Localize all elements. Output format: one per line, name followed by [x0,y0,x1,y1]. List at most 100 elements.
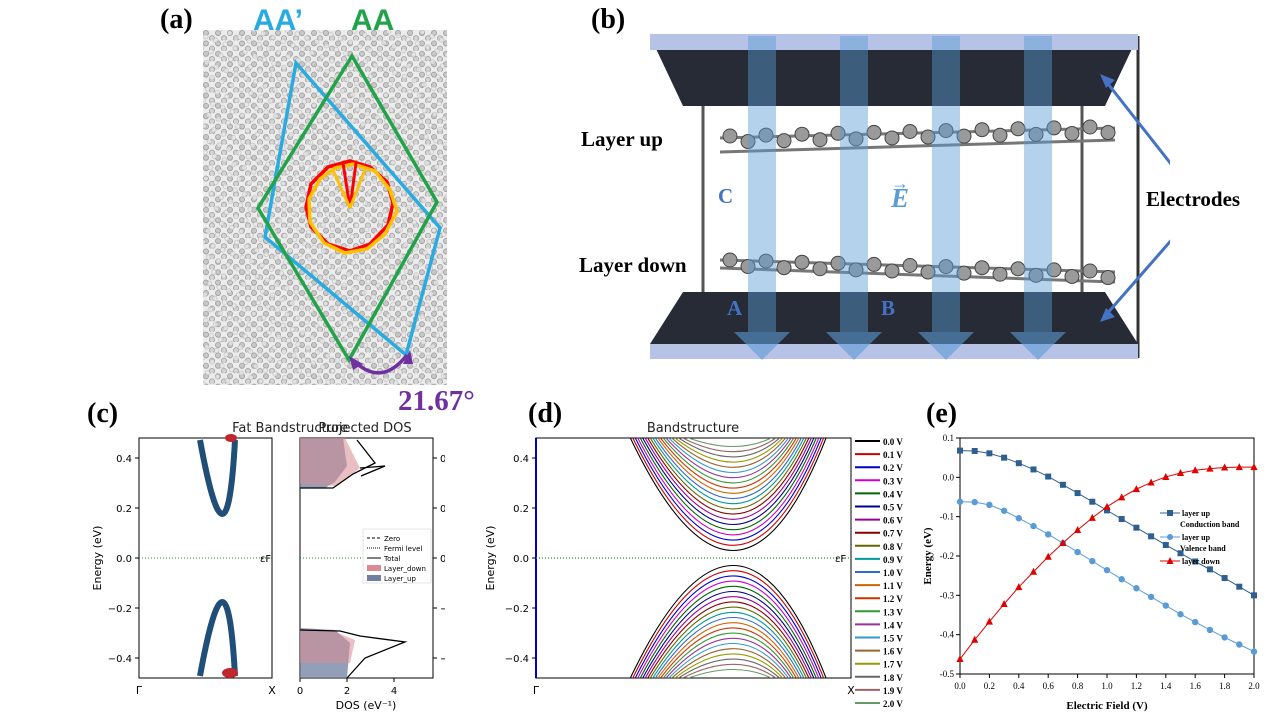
carbon-atom [1100,125,1116,141]
band-line [654,616,802,678]
data-point [1162,602,1169,609]
carbon-atom [938,259,954,275]
data-point [1089,557,1096,565]
panel-b-label: (b) [591,4,626,35]
carbon-atom [776,133,792,149]
carbon-atom [794,254,810,270]
fat-band-title: Fat Bandstructure [232,421,348,436]
band-line [639,438,817,530]
band-line [657,438,800,494]
electrodes-label: Electrodes [1146,187,1241,211]
gamma-c: Γ [136,684,143,697]
carbon-atom [992,127,1008,143]
panel-d-label: (d) [528,398,563,429]
data-point [971,635,979,643]
carbon-atom [1082,263,1098,279]
data-point [1162,541,1169,548]
field-symbol: → E [891,173,910,213]
data-point [1059,481,1066,488]
d-legend-item: 0.6 V [883,516,903,526]
band-line [629,438,827,551]
carbon-atom [1064,268,1080,284]
carbon-atom [1100,270,1116,286]
data-point [1118,576,1125,583]
c-ytick-left: −0.4 [108,654,132,665]
data-point [1235,463,1243,471]
c-ytick-right: 0.0 [440,554,445,565]
data-point [971,447,978,454]
d-ytick: −0.2 [505,604,529,615]
carbon-atom [1046,120,1062,136]
vector-arrow-icon: → [891,173,909,193]
data-point [1015,515,1022,522]
twist-angle-label: 21.67° [398,385,475,417]
carbon-atom [902,124,918,139]
data-point [1206,566,1213,573]
voltage-legend: 0.0 V0.1 V0.2 V0.3 V0.4 V0.5 V0.6 V0.7 V… [855,437,903,709]
band-line [647,438,810,515]
d-legend-item: 1.1 V [883,581,903,591]
data-point [1148,533,1155,540]
carbon-atom [1064,125,1080,141]
carbon-atom [884,130,900,146]
carbon-atom [1028,267,1044,283]
d-legend-item: 1.0 V [883,568,903,578]
band-line [677,438,781,458]
carbon-atom [974,260,990,276]
data-point [1074,526,1082,534]
data-point [956,655,964,663]
bottom-electrode-plate [650,344,1138,359]
carbon-atom [938,123,954,139]
d-legend-item: 1.9 V [883,686,903,696]
device-schematic [650,34,1170,360]
data-point [1015,583,1023,591]
data-point [1192,558,1199,565]
carbon-atom [884,263,900,279]
band-line [657,622,800,678]
e-xtick: 0.0 [954,681,966,691]
fermi-label-c: εF [260,554,271,565]
x-point-d: X [847,684,855,697]
data-point [1147,478,1155,486]
c-legend-item: Fermi level [384,545,422,553]
band-line [639,586,817,678]
field-arrow [1024,36,1052,332]
point-c-label: C [718,184,734,208]
aa-unit-cell [255,52,440,364]
carbon-atom [830,255,846,271]
data-point [1103,502,1111,510]
data-point [986,501,993,509]
carbon-atom [722,252,738,268]
c-ytick-left: −0.2 [108,604,132,615]
data-point [1000,599,1008,607]
carbon-atom [722,128,738,144]
layer-down-label: Layer down [579,253,687,277]
field-arrow-head [918,332,974,360]
d-legend-item: 2.0 V [883,699,903,709]
data-point [956,498,964,505]
c-dos-xtick: 4 [391,686,397,697]
bottom-electrode [650,292,1138,344]
data-point [1044,552,1052,560]
e-xtick: 0.6 [1043,681,1055,691]
e-xtick: 1.2 [1131,681,1142,691]
c-ytick-right: 0.2 [440,504,445,515]
d-legend-item: 0.8 V [883,542,903,552]
field-arrow-head [734,332,790,360]
carbon-atom [956,265,972,281]
data-point [1000,507,1008,514]
band-line [642,438,815,525]
field-arrow [748,36,776,332]
x-point-c: X [268,684,276,697]
carbon-atom [848,262,864,278]
band-line [647,601,810,678]
bandstructure-title: Bandstructure [647,421,739,436]
carbon-atom [1010,261,1026,277]
c-ytick-left: 0.4 [116,454,132,465]
band-line [686,438,773,447]
band-line [649,438,807,510]
field-arrow-head [826,332,882,360]
data-point [1074,490,1081,497]
ylabel-c-left: Energy (eV) [91,526,104,591]
